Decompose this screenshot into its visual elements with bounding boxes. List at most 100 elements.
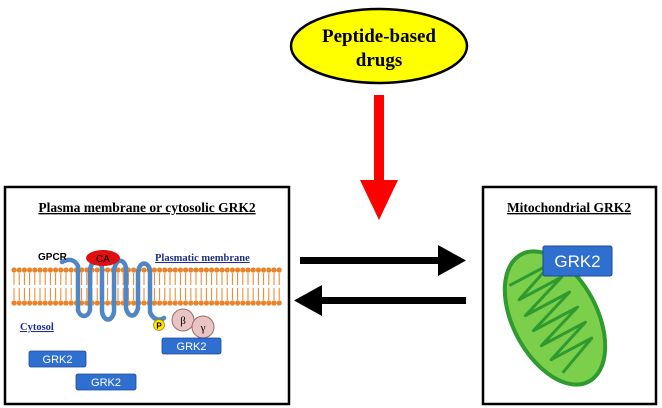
lipid-head <box>32 267 38 273</box>
lipid-head <box>167 267 173 273</box>
lipid-head <box>214 267 220 273</box>
right-panel: Mitochondrial GRK2 GRK2 <box>481 185 658 406</box>
lipid-head <box>157 267 163 273</box>
gpcr-label: GPCR <box>38 252 68 263</box>
lipid-head <box>27 267 33 273</box>
lipid-head <box>219 300 225 306</box>
lipid-head <box>141 300 147 306</box>
gpcr-receptor <box>59 257 167 322</box>
lipid-head <box>94 300 100 306</box>
lipid-head <box>214 300 220 306</box>
lipid-head <box>250 300 256 306</box>
lipid-head <box>151 267 157 273</box>
lipid-head <box>21 267 27 273</box>
lipid-head <box>53 267 59 273</box>
lipid-head <box>203 267 209 273</box>
grk2-box-membrane: GRK2 <box>161 337 222 355</box>
lipid-head <box>261 300 267 306</box>
lipid-head <box>42 267 48 273</box>
lipid-head <box>229 267 235 273</box>
lipid-head <box>203 300 209 306</box>
lipid-head <box>188 300 194 306</box>
lipid-head <box>188 267 194 273</box>
left-panel-frame <box>3 185 291 406</box>
lipid-head <box>115 267 121 273</box>
lipid-head <box>63 300 69 306</box>
left-panel-title: Plasma membrane or cytosolic GRK2 <box>38 200 255 215</box>
lipid-head <box>11 267 17 273</box>
lipid-head <box>37 300 43 306</box>
lipid-head <box>193 300 199 306</box>
lipid-head <box>271 300 277 306</box>
lipid-head <box>131 267 137 273</box>
grk2-box-cytosol-1: GRK2 <box>28 350 87 368</box>
lipid-head <box>276 300 282 306</box>
ca-label: CA <box>96 254 110 265</box>
grk2-label-cytosol-1: GRK2 <box>43 354 73 366</box>
mitochondrion-cristae <box>508 261 594 374</box>
lipid-head <box>209 267 215 273</box>
lipid-head <box>255 267 261 273</box>
lipid-head <box>21 300 27 306</box>
lipid-head <box>16 267 22 273</box>
right-panel-title: Mitochondrial GRK2 <box>507 200 631 215</box>
lipid-head <box>240 300 246 306</box>
arrow-to-mitochondria <box>300 245 466 276</box>
lipid-head <box>53 300 59 306</box>
grk2-label-mitochondrial: GRK2 <box>554 252 600 271</box>
ca-ellipse <box>86 250 120 266</box>
lipid-head <box>235 267 241 273</box>
peptide-drugs-node: Peptide-based drugs <box>289 7 469 85</box>
lipid-head <box>276 267 282 273</box>
lipid-head <box>250 267 256 273</box>
lipid-head <box>245 267 251 273</box>
left-panel: Plasma membrane or cytosolic GRK2 GPCR C… <box>3 185 291 406</box>
g-beta-label: β <box>180 315 186 327</box>
lipid-head <box>32 300 38 306</box>
lipid-head <box>47 300 54 306</box>
lipid-head <box>157 300 163 306</box>
lipid-head <box>37 267 43 273</box>
lipid-head <box>115 300 121 306</box>
lipid-head <box>183 300 189 306</box>
lipid-head <box>105 300 111 306</box>
lipid-head <box>177 300 183 306</box>
lipid-head <box>266 267 272 273</box>
lipid-head <box>183 267 189 273</box>
peptide-drugs-label-line2: drugs <box>356 50 402 71</box>
lipid-head <box>198 300 204 306</box>
lipid-head <box>235 300 241 306</box>
lipid-head <box>261 267 267 273</box>
lipid-head <box>131 300 137 306</box>
peptide-drugs-label-line1: Peptide-based <box>322 26 436 47</box>
phosphate-circle <box>153 319 165 331</box>
lipid-head <box>240 267 246 273</box>
lipid-head <box>271 267 277 273</box>
lipid-head <box>42 300 48 306</box>
lipid-head <box>209 300 215 306</box>
drug-arrow <box>360 95 398 220</box>
lipid-head <box>16 300 22 306</box>
lipid-head <box>245 300 251 306</box>
lipid-head <box>47 267 54 273</box>
g-gamma-label: γ <box>200 322 206 334</box>
lipid-head <box>198 267 204 273</box>
phosphate-label: P <box>156 322 162 331</box>
lipid-head <box>58 300 64 306</box>
lipid-head <box>68 300 74 306</box>
lipid-head <box>193 267 199 273</box>
lipid-head <box>58 267 64 273</box>
lipid-head <box>172 300 178 306</box>
lipid-head <box>255 300 261 306</box>
lipid-head <box>151 300 157 306</box>
grk2-box-cytosol-2: GRK2 <box>75 373 137 391</box>
lipid-head <box>224 300 230 306</box>
exchange-arrows <box>294 245 466 316</box>
grk2-label-membrane: GRK2 <box>177 341 207 353</box>
lipid-bilayer <box>11 267 282 306</box>
lipid-head <box>68 267 74 273</box>
grk2-box-mitochondrial: GRK2 <box>542 245 613 277</box>
lipid-head <box>63 267 69 273</box>
lipid-head <box>162 267 168 273</box>
plasmatic-membrane-label: Plasmatic membrane <box>155 253 250 264</box>
